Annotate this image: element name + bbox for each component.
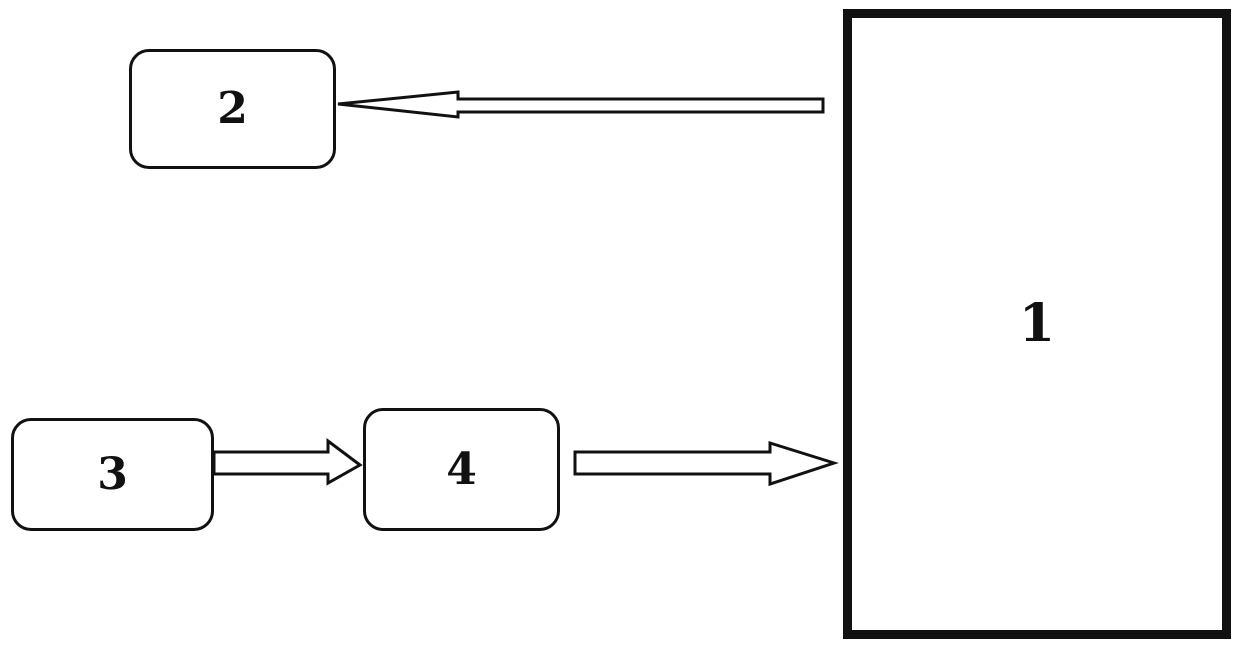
- arrow-1-to-2: [338, 92, 823, 117]
- arrow-3-to-4: [214, 441, 360, 483]
- arrow-4-to-1: [575, 443, 834, 484]
